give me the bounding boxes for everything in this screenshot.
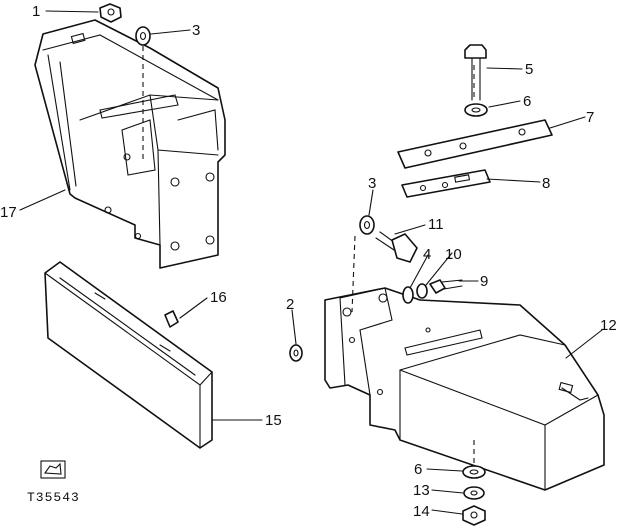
deere-logo-icon — [40, 460, 66, 479]
part-13-lock-washer — [463, 486, 485, 500]
callout-16: 16 — [210, 289, 227, 306]
part-2-washer — [289, 344, 303, 362]
leader-lines — [19, 10, 603, 515]
callout-8: 8 — [542, 175, 550, 192]
callout-17: 17 — [0, 204, 17, 221]
callout-11: 11 — [428, 216, 444, 233]
part-17-left-weight-housing — [34, 19, 226, 269]
part-6-washer-upper — [464, 103, 488, 117]
part-3-washer-lower — [359, 215, 375, 235]
part-10-washer — [416, 283, 428, 299]
part-11-cap-screw — [375, 231, 418, 263]
callout-3-lower: 3 — [368, 175, 376, 192]
callout-14: 14 — [413, 503, 430, 520]
callout-13: 13 — [413, 482, 430, 499]
callout-3-upper: 3 — [192, 22, 200, 39]
callout-7: 7 — [586, 109, 594, 126]
callout-6-upper: 6 — [523, 93, 531, 110]
part-8-strap — [401, 169, 491, 198]
part-9-bolt — [429, 279, 463, 294]
callout-9: 9 — [480, 273, 488, 290]
part-6-washer-lower — [462, 465, 486, 479]
part-3-washer-upper — [135, 26, 151, 46]
callout-1: 1 — [32, 3, 40, 20]
figure-code: T35543 — [27, 490, 80, 505]
part-1-nut — [99, 3, 122, 23]
part-4-lock-washer — [402, 286, 414, 304]
part-5-bolt — [464, 44, 487, 101]
callout-5: 5 — [525, 61, 533, 78]
part-15-weight-plate — [44, 261, 213, 449]
callout-15: 15 — [265, 412, 282, 429]
callout-6-lower: 6 — [414, 461, 422, 478]
callout-10: 10 — [445, 246, 462, 263]
callout-2: 2 — [286, 296, 294, 313]
callout-12: 12 — [600, 317, 617, 334]
part-7-strap — [397, 119, 553, 169]
part-12-right-weight-housing — [324, 287, 605, 491]
alignment-lines — [142, 46, 475, 465]
part-16-clip — [164, 310, 179, 328]
callout-labels: 1 3 17 5 6 7 8 3 11 4 10 9 16 2 12 15 6 … — [0, 3, 617, 520]
part-14-nut — [462, 505, 486, 526]
callout-4: 4 — [423, 246, 431, 263]
